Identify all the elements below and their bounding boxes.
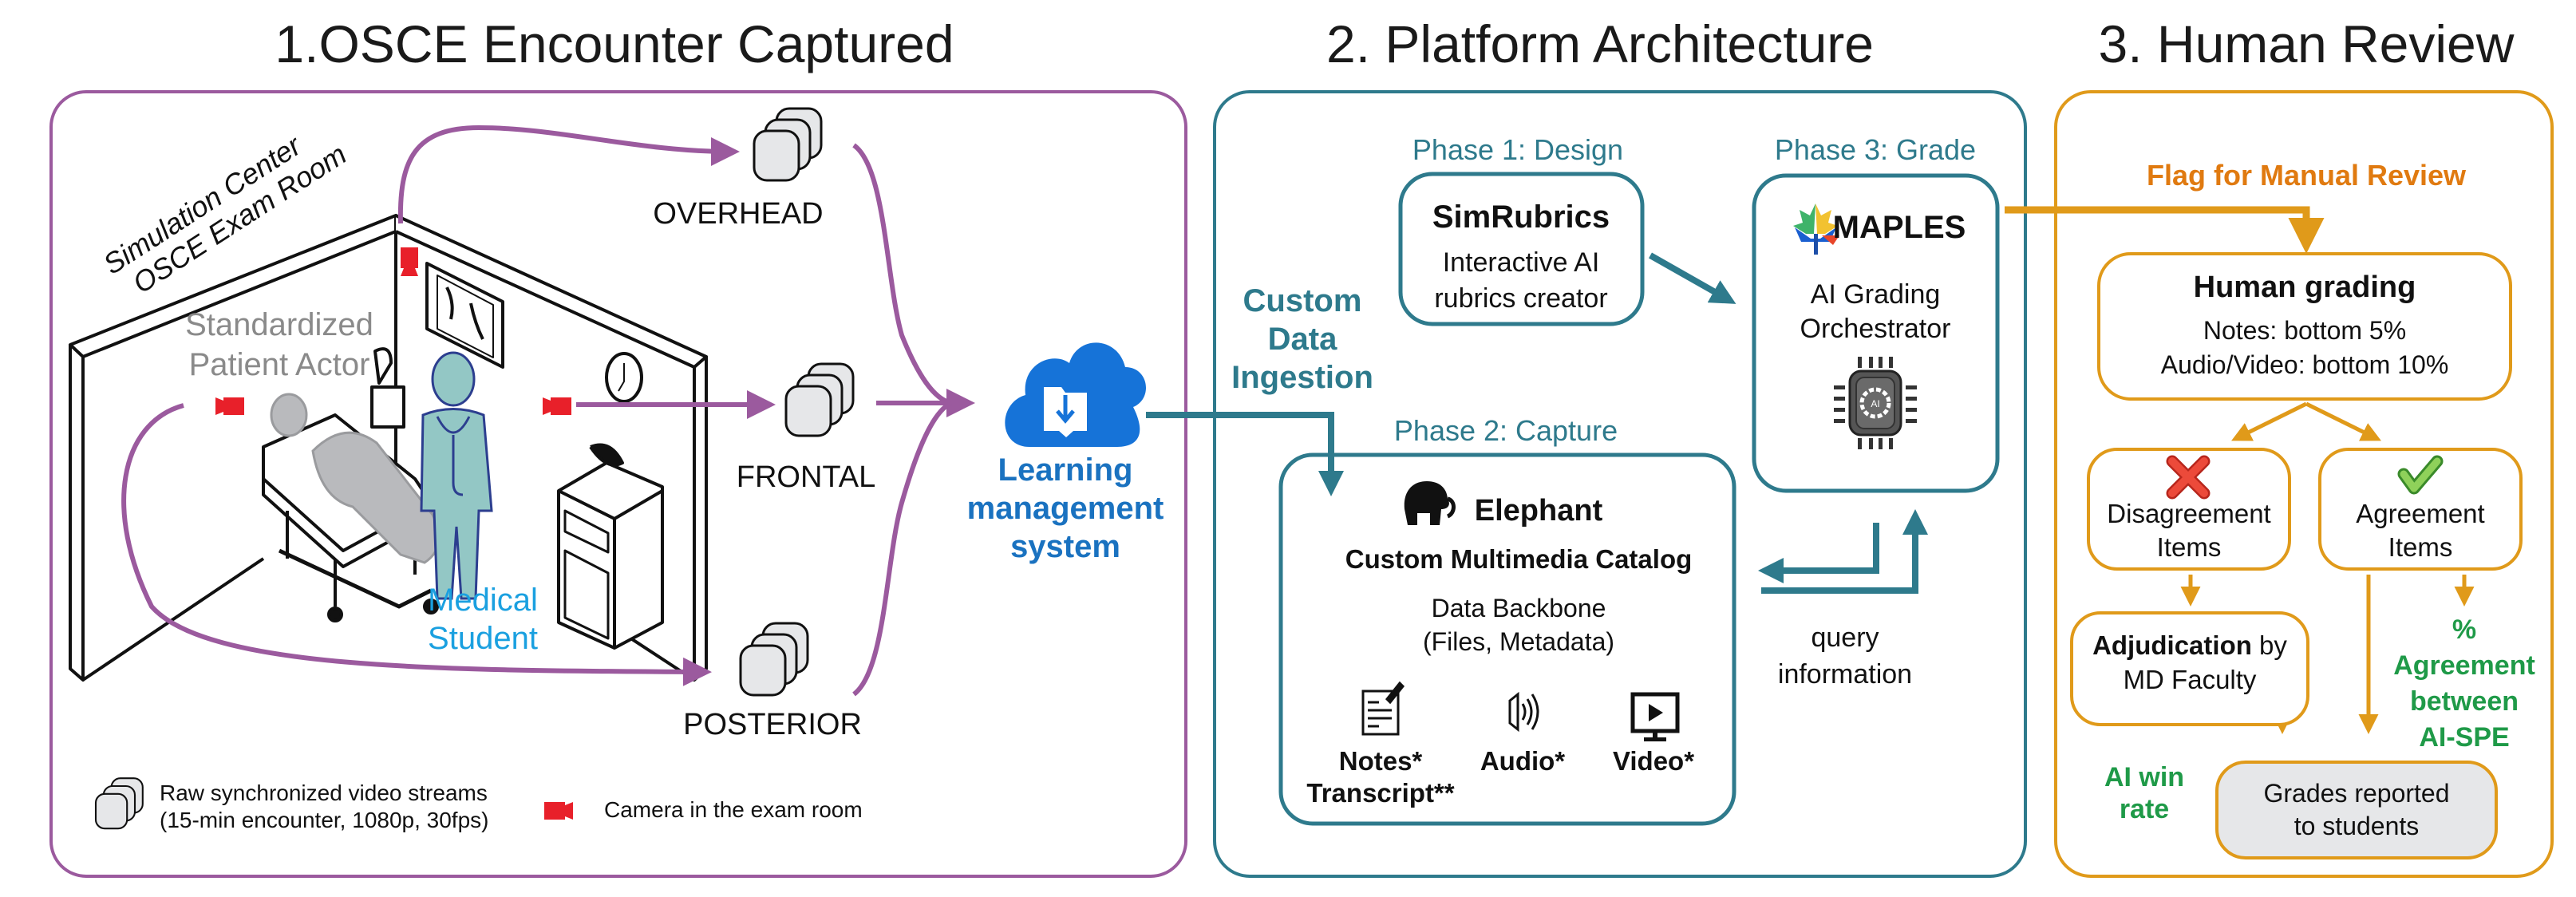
overhead-stream-stack-icon (753, 107, 823, 182)
frontal-stream-stack-icon (784, 362, 855, 437)
maples-desc-line1: AI Grading (1811, 279, 1941, 310)
lms-cloud-icon (1005, 342, 1147, 447)
ingestion-label-line1: Custom (1243, 283, 1362, 318)
pct-agreement-line3: between (2410, 686, 2519, 717)
ingestion-label-line2: Data (1268, 322, 1337, 357)
phase2-label: Phase 2: Capture (1394, 414, 1618, 447)
stream-label-posterior: POSTERIOR (683, 708, 862, 741)
elephant-desc-line2: (Files, Metadata) (1423, 627, 1614, 656)
elephant-logo-icon (1404, 481, 1456, 525)
audio-icon (1508, 691, 1539, 733)
pct-agreement-line1: % (2452, 614, 2476, 645)
posterior-stream-stack-icon (739, 622, 809, 697)
query-label-line1: query (1811, 622, 1879, 653)
phase3-label: Phase 3: Grade (1775, 133, 1976, 166)
elephant-name: Elephant (1475, 494, 1603, 528)
notes-icon (1361, 681, 1405, 736)
human-grading-title: Human grading (2194, 271, 2416, 304)
stream-arrows (121, 124, 975, 697)
camera-frontal-icon (543, 397, 571, 415)
section-title-review: 3. Human Review (2099, 14, 2515, 73)
media-label-audio: Audio* (1480, 746, 1565, 776)
student-label-line1: Medical (428, 583, 538, 618)
query-arrows (1758, 509, 1928, 594)
media-label-notes: Notes* (1339, 746, 1423, 776)
stream-label-frontal: FRONTAL (737, 460, 876, 494)
ai-chip-icon: AI (1834, 357, 1917, 449)
maples-desc-line2: Orchestrator (1800, 314, 1951, 344)
adjudication-line2: MD Faculty (2124, 665, 2257, 694)
legend-streams-line1: Raw synchronized video streams (160, 780, 488, 805)
maple-tree-logo-icon (1793, 204, 1839, 255)
media-label-transcript: Transcript** (1306, 778, 1454, 808)
elephant-desc-line1: Data Backbone (1432, 594, 1606, 622)
lms-label-line3: system (1010, 529, 1120, 564)
panel-review (2054, 90, 2554, 878)
grades-line1: Grades reported (2263, 779, 2449, 808)
flag-review-arrow (2005, 206, 2325, 254)
panel-platform (1213, 90, 2027, 878)
simrubrics-desc-line2: rubrics creator (1434, 283, 1607, 314)
human-grading-box (2097, 252, 2512, 401)
adjudication-bold: Adjudication (2092, 630, 2252, 660)
disagreement-box (2087, 448, 2291, 571)
design-to-grade-arrow (1649, 252, 1736, 304)
adjudication-line1: Adjudication by (2092, 630, 2287, 660)
video-icon (1630, 692, 1680, 741)
grades-reported-box (2215, 761, 2498, 859)
elephant-box (1278, 452, 1736, 826)
elephant-subtitle: Custom Multimedia Catalog (1345, 544, 1693, 574)
media-label-video: Video* (1613, 746, 1694, 776)
agreement-box (2318, 448, 2523, 571)
room-label: Simulation Center OSCE Exam Room (97, 128, 352, 299)
split-arrows (2231, 401, 2381, 441)
adjudication-box (2070, 611, 2309, 726)
simrubrics-desc-line1: Interactive AI (1443, 247, 1600, 278)
camera-overhead-icon (401, 247, 418, 276)
legend-stream-stack-icon (94, 777, 144, 830)
camera-posterior-icon (215, 397, 244, 415)
legend-streams-line2: (15-min encounter, 1080p, 30fps) (160, 808, 488, 832)
flag-review-label: Flag for Manual Review (2147, 159, 2467, 192)
query-label-line2: information (1778, 659, 1912, 690)
lms-label-line1: Learning (998, 452, 1133, 488)
stream-label-overhead: OVERHEAD (653, 197, 823, 231)
red-x-icon (2166, 455, 2211, 500)
simrubrics-box (1398, 172, 1645, 326)
legend-camera-label: Camera in the exam room (604, 797, 863, 822)
maples-name: MAPLES (1833, 210, 1966, 245)
ai-chip-text: AI (1871, 398, 1879, 409)
phase1-label: Phase 1: Design (1412, 133, 1623, 166)
human-grading-line2: Audio/Video: bottom 10% (2161, 350, 2449, 379)
pct-agreement-line2: Agreement (2393, 650, 2535, 681)
ai-win-line1: AI win (2104, 762, 2184, 792)
grades-line2: to students (2294, 812, 2420, 840)
pct-agreement-line4: AI-SPE (2419, 722, 2509, 753)
section-title-encounter: 1.OSCE Encounter Captured (275, 14, 954, 73)
ai-win-line2: rate (2120, 794, 2169, 824)
legend-camera-icon (544, 802, 573, 820)
lms-label-line2: management (967, 491, 1164, 526)
adjudication-rest: by (2252, 630, 2288, 660)
patient-label-line2: Patient Actor (189, 347, 370, 382)
student-label-line2: Student (428, 621, 538, 656)
panel-encounter (49, 90, 1187, 878)
patient-label-line1: Standardized (185, 307, 373, 342)
disagreement-line2: Items (2157, 532, 2222, 562)
medical-student-figure (420, 351, 493, 600)
ingestion-label-line3: Ingestion (1231, 360, 1373, 395)
agreement-line1: Agreement (2356, 499, 2484, 528)
section-title-platform: 2. Platform Architecture (1326, 14, 1874, 73)
disagreement-line1: Disagreement (2107, 499, 2270, 528)
human-grading-line1: Notes: bottom 5% (2203, 316, 2406, 345)
agreement-line2: Items (2388, 532, 2453, 562)
simrubrics-name: SimRubrics (1432, 200, 1610, 235)
